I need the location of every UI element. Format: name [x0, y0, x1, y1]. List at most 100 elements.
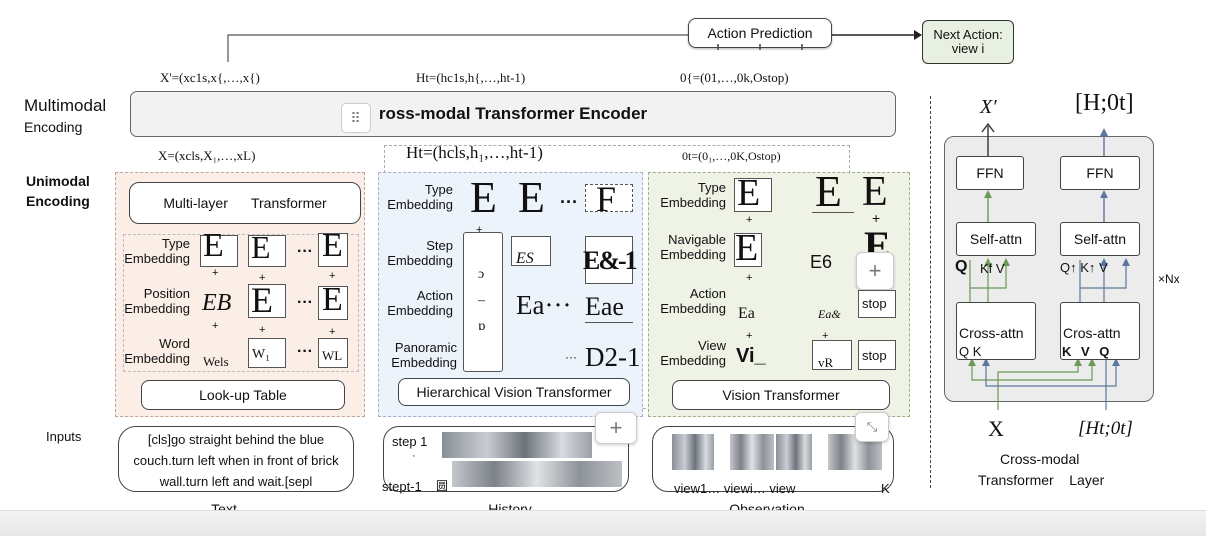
bottom-scrollbar[interactable]	[0, 510, 1206, 536]
ffn-right-box: FFN	[1060, 156, 1140, 190]
text-type-token-2	[248, 235, 286, 267]
cross-modal-encoder-title: ross-modal Transformer Encoder	[378, 104, 648, 123]
history-pano-d2: D2-1	[585, 342, 641, 372]
history-type-dots: ···	[560, 192, 578, 212]
action-prediction-ticks	[717, 44, 803, 50]
unimodal-label: Unimodal	[26, 173, 90, 189]
obs-plus-2: +	[872, 210, 881, 226]
text-plus-5: +	[259, 324, 266, 336]
obs-view-token-2	[812, 340, 852, 370]
obs-plus-3: +	[746, 272, 753, 284]
history-step-es: ES	[516, 250, 534, 267]
history-step1-label: step 1	[392, 434, 428, 449]
self-attn-left-label: Self-attn	[969, 231, 1023, 247]
next-action-label: Next Action: view i	[933, 27, 1003, 56]
section-divider	[930, 96, 931, 488]
multimodal-label: Multimodal	[24, 96, 107, 115]
cross-attn-right-label: Cros-attn	[1063, 325, 1121, 341]
self-attn-right-label: Self-attn	[1073, 231, 1127, 247]
history-cls-marks: ɔ–ɒ	[478, 267, 486, 334]
cross-modal-encoder-box: ross-modal Transformer Encoder	[130, 91, 896, 137]
obs-photo-3	[776, 434, 812, 470]
self-left-q: Q	[955, 258, 968, 275]
look-up-table-box: Look-up Table	[141, 380, 345, 410]
eq-x: X=(xcls,X₁,…,xL)	[158, 148, 256, 163]
cross-attn-left-box: Cross-attn	[956, 302, 1036, 360]
history-add-button[interactable]: +	[595, 412, 637, 444]
history-step-e-minus1: E&-1	[583, 246, 638, 275]
layer-x-prime: X′	[980, 96, 997, 118]
text-pos-emb-label: Position Embedding	[124, 286, 190, 316]
history-type-token-3	[585, 184, 633, 212]
eq-x-prime: X'=(xc1s,x{,…,x{)	[160, 70, 260, 85]
obs-stop-1: stop	[862, 296, 887, 311]
layer-caption-1: Cross-modal	[1000, 451, 1080, 467]
obs-stop-2: stop	[862, 348, 887, 363]
history-plus-1: +	[476, 224, 483, 236]
repeat-nx: ×Nx	[1158, 272, 1180, 286]
vision-transformer-box: Vision Transformer	[672, 380, 890, 410]
obs-type-glyph-2: E	[815, 167, 842, 216]
cross-left-qk: Q K	[959, 344, 982, 359]
text-word-token-2	[248, 338, 286, 368]
self-attn-left-box: Self-attn	[956, 222, 1036, 256]
obs-plus-5: +	[822, 330, 829, 342]
text-type-glyph-3: E	[322, 227, 343, 264]
obs-view-vi: Vi_	[736, 345, 766, 367]
text-input-content: [cls]go straight behind the blue couch.t…	[133, 432, 339, 489]
text-word-wl: WL	[322, 348, 343, 363]
history-photo-strip-2	[452, 461, 622, 487]
look-up-table-label: Look-up Table	[199, 387, 287, 403]
next-action-box: Next Action: view i	[922, 20, 1014, 64]
text-pos-dots: ···	[297, 294, 313, 311]
text-tokens-dashed-frame	[123, 234, 359, 372]
obs-type-emb-label: Type Embedding	[660, 180, 726, 210]
unimodal-encoding-label: Encoding	[26, 193, 90, 209]
history-stept-icon: 圆	[436, 479, 449, 493]
drag-handle-icon[interactable]: ⠿	[341, 103, 371, 133]
history-action-eae: Eae	[585, 292, 624, 321]
obs-type-glyph-3: E	[862, 169, 888, 215]
self-attn-right-box: Self-attn	[1060, 222, 1140, 256]
obs-k-label: K	[881, 481, 890, 496]
text-plus-1: +	[212, 267, 219, 279]
history-type-glyph-3: F	[596, 179, 617, 219]
history-photo-strip-1	[442, 432, 592, 458]
obs-type-underline	[812, 212, 854, 213]
obs-view-emb-label: View Embedding	[660, 338, 726, 368]
history-pano-dots: ···	[565, 350, 577, 364]
history-step-token-3	[585, 236, 633, 284]
obs-type-glyph-1: E	[737, 172, 761, 214]
obs-nav-e6: E6	[810, 252, 833, 272]
obs-views-label: view1… viewi… view	[674, 481, 796, 496]
top-connectors	[227, 30, 922, 62]
obs-view-vr: vR	[818, 355, 834, 370]
cross-right-kvq: K V Q	[1062, 344, 1110, 359]
text-word-token-3	[318, 338, 348, 368]
layer-caption-2: Transformer Layer	[978, 472, 1105, 488]
text-word-w1: W₁	[252, 347, 271, 362]
inputs-label: Inputs	[46, 429, 82, 444]
text-pos-token-2	[248, 284, 286, 318]
obs-add-button[interactable]: +	[856, 252, 894, 290]
history-panel	[378, 172, 643, 417]
history-pano-emb-label: Panoramic Embedding	[391, 340, 457, 370]
action-prediction-box: Action Prediction	[688, 18, 832, 48]
self-left-kv: Kf V	[980, 261, 1005, 276]
eq-ht: Ht=(hcls,h₁,…,ht-1)	[406, 143, 543, 162]
history-action-underline	[585, 322, 633, 323]
multi-layer-transformer-box: Multi-layer Transformer	[129, 182, 361, 224]
obs-photo-2	[730, 434, 774, 470]
text-plus-4: +	[212, 320, 219, 332]
expand-icon[interactable]: ⤡	[855, 412, 889, 442]
layer-arrows	[968, 122, 1130, 410]
text-pos-glyph-1: EB	[202, 290, 232, 316]
history-stept-label: stept-1	[382, 479, 422, 494]
ffn-left-box: FFN	[956, 156, 1024, 190]
obs-stop-token-2	[858, 340, 896, 370]
text-type-token-3	[318, 233, 348, 267]
text-type-emb-label: Type Embedding	[124, 236, 190, 266]
eq-o: 0t=(0₁,…,0K,Ostop)	[682, 149, 781, 163]
self-right-qkv: Q↑ K↑ V	[1060, 260, 1108, 275]
history-type-glyph-2: E	[518, 173, 545, 222]
